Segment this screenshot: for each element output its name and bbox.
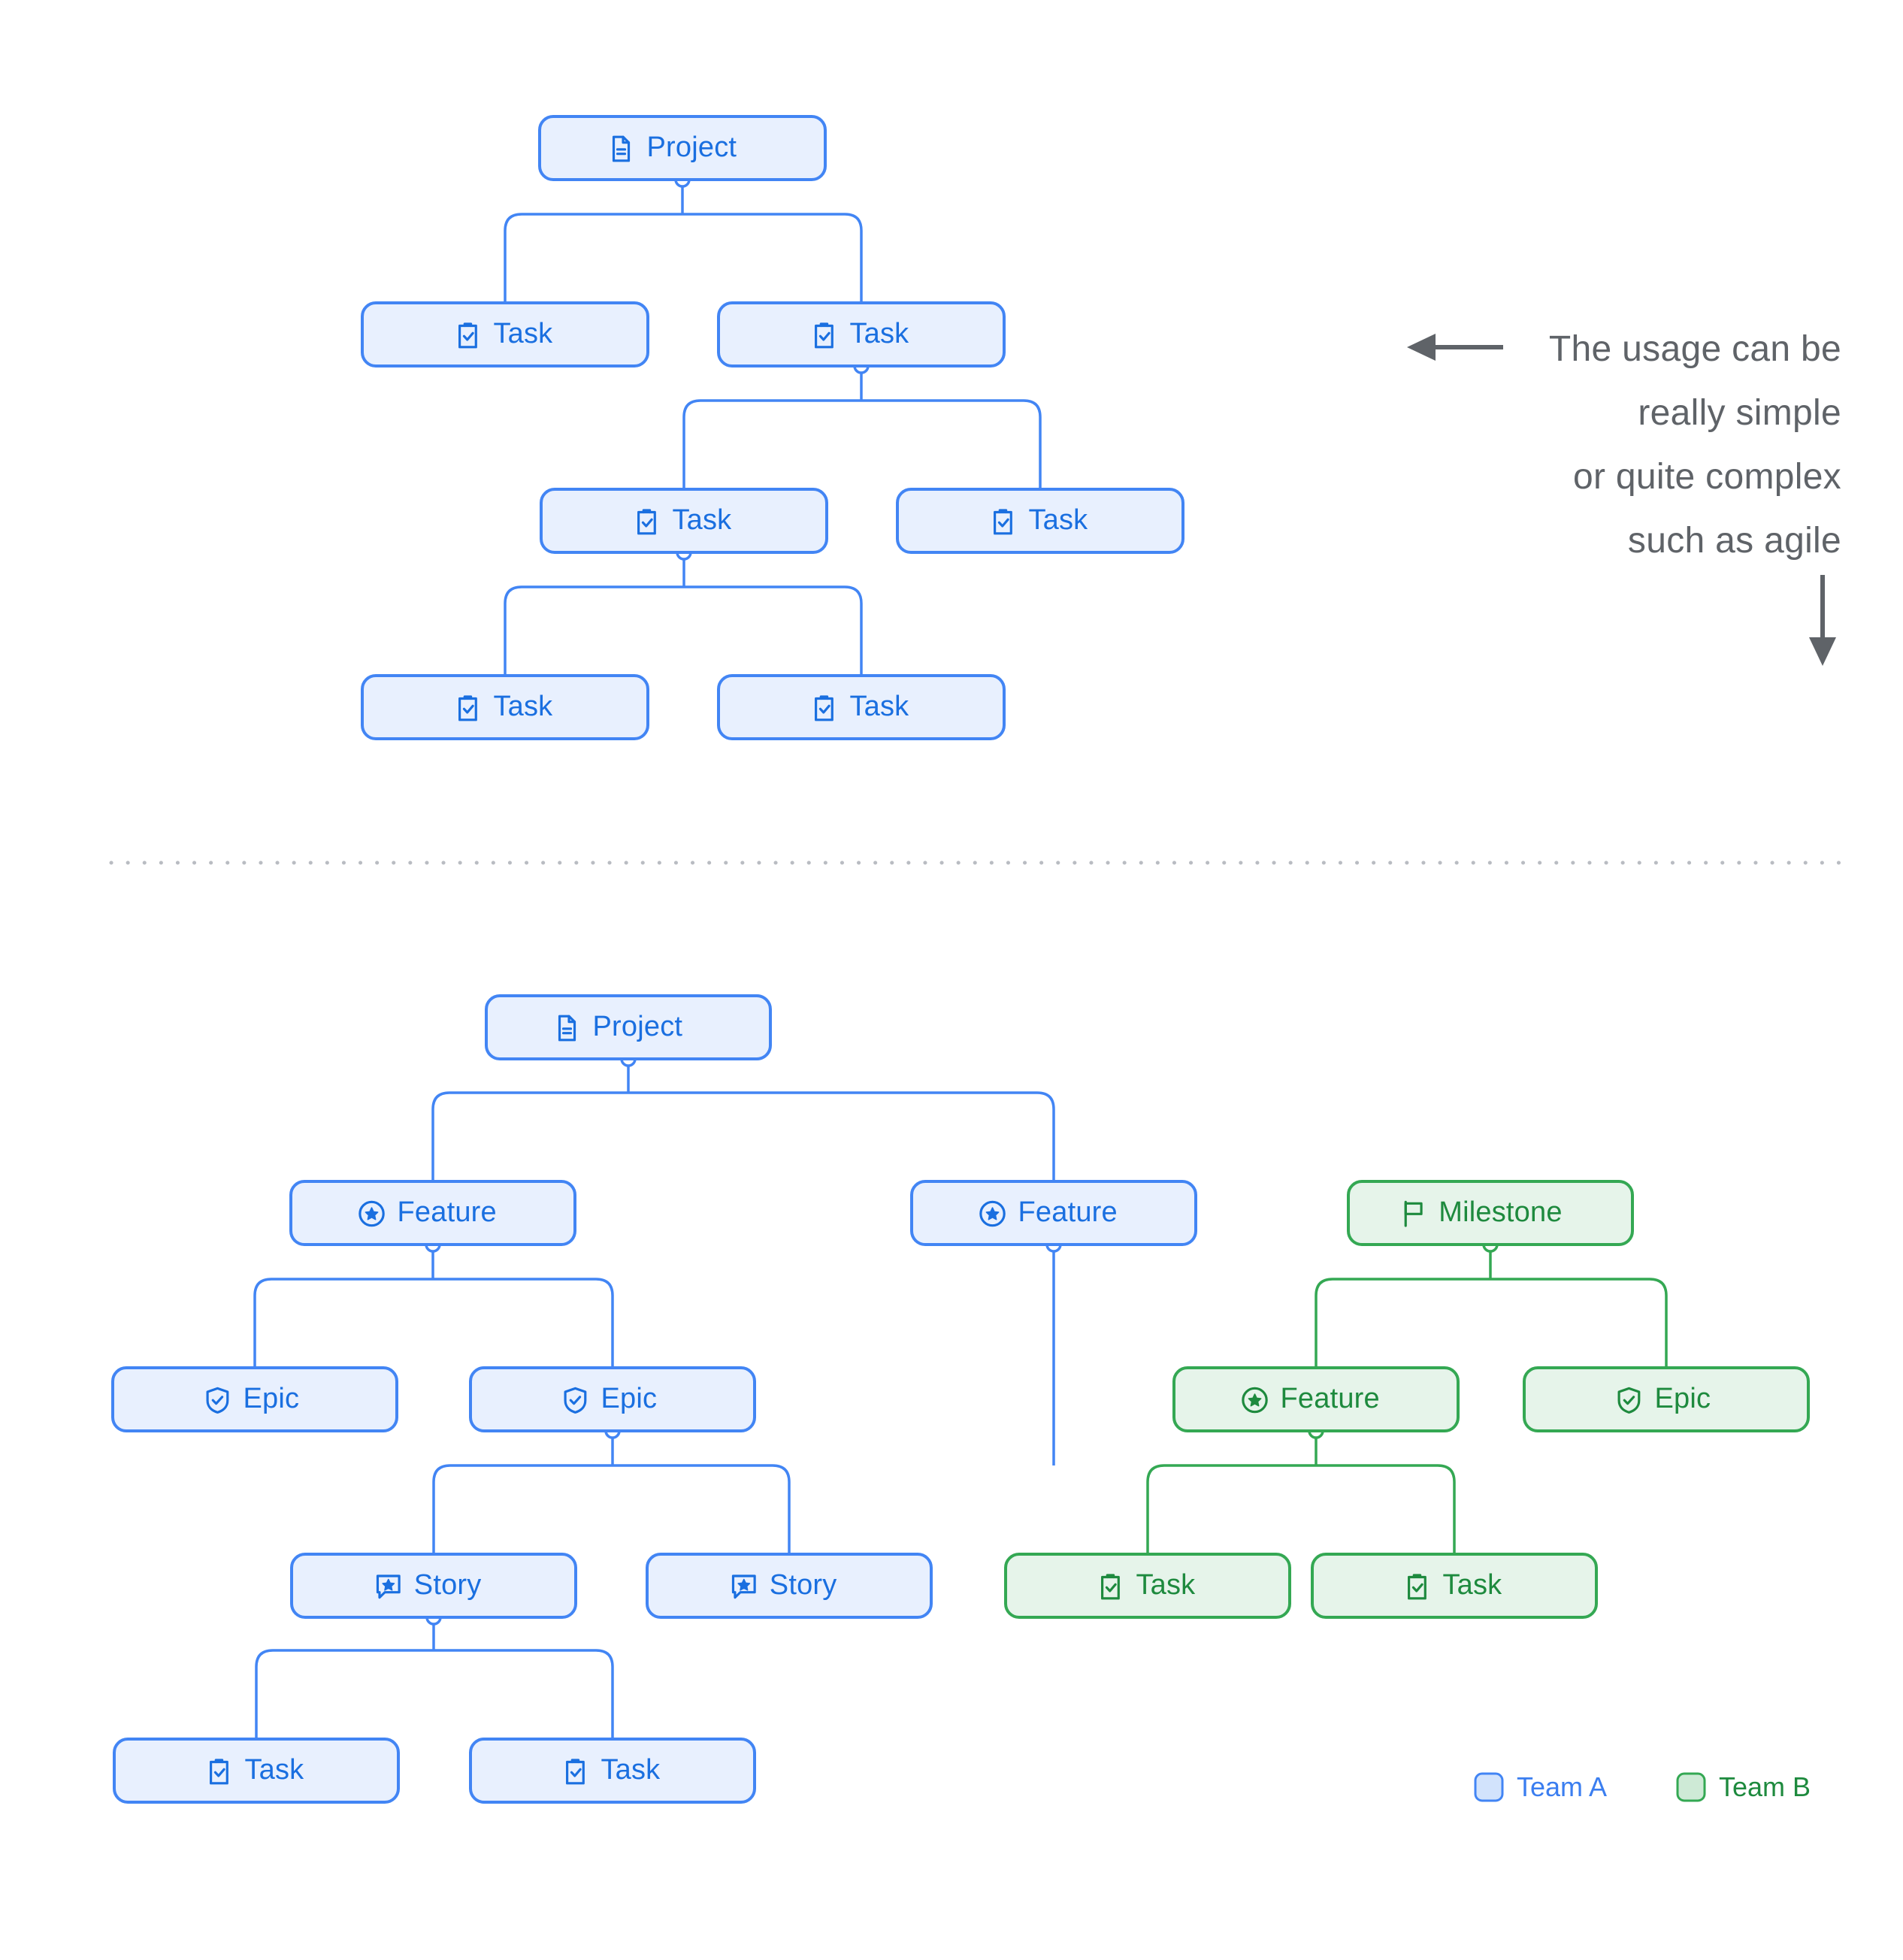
node-label-b-feature-2: Feature: [1018, 1196, 1118, 1228]
legend: Team A Team B: [1474, 1771, 1811, 1802]
node-label-b-feature-1: Feature: [398, 1196, 497, 1228]
edge-b-epic-2: [432, 1431, 791, 1554]
edge-t-project: [504, 180, 863, 303]
bottom-diagram-edges: [253, 1051, 1668, 1739]
node-b-feature-2[interactable]: Feature: [910, 1180, 1197, 1246]
node-label-b-task-3: Task: [244, 1754, 304, 1786]
node-b-task-3[interactable]: Task: [113, 1738, 400, 1804]
node-t-task-1[interactable]: Task: [361, 301, 649, 368]
shield-check-icon: [206, 1387, 229, 1414]
annotation-line-2: really simple: [1638, 393, 1841, 433]
node-b-feature-3[interactable]: Feature: [1172, 1366, 1460, 1432]
node-b-milestone[interactable]: Milestone: [1347, 1180, 1634, 1246]
clipboard-check-icon: [994, 509, 1012, 535]
node-label-b-task-2: Task: [1442, 1569, 1502, 1601]
edge-b-feature-3: [1146, 1431, 1456, 1554]
node-label-b-epic-2: Epic: [601, 1383, 657, 1414]
edge-b-milestone: [1315, 1245, 1668, 1368]
clipboard-check-icon: [458, 322, 477, 349]
legend-swatch-team-b: [1676, 1772, 1706, 1802]
document-icon: [612, 135, 631, 162]
node-label-b-epic-3: Epic: [1654, 1383, 1711, 1414]
clipboard-check-icon: [637, 509, 656, 535]
node-label-b-epic-1: Epic: [243, 1383, 299, 1414]
node-b-task-1[interactable]: Task: [1004, 1553, 1291, 1619]
clipboard-check-icon: [1101, 1574, 1120, 1600]
node-b-task-2[interactable]: Task: [1311, 1553, 1598, 1619]
chat-star-icon: [376, 1574, 401, 1599]
clipboard-check-icon: [458, 695, 477, 721]
legend-swatch-team-a: [1474, 1772, 1504, 1802]
node-b-story-1[interactable]: Story: [290, 1553, 577, 1619]
edge-b-feature-1: [253, 1245, 614, 1368]
node-label-t-task-2: Task: [849, 318, 909, 349]
node-b-epic-2[interactable]: Epic: [469, 1366, 756, 1432]
node-label-b-task-1: Task: [1136, 1569, 1196, 1601]
chat-star-icon: [731, 1574, 756, 1599]
legend-label-team-a: Team A: [1517, 1771, 1607, 1802]
node-b-epic-1[interactable]: Epic: [111, 1366, 398, 1432]
node-label-t-task-3: Task: [672, 504, 732, 536]
node-label-b-story-2: Story: [770, 1569, 837, 1601]
node-label-b-task-4: Task: [601, 1754, 661, 1786]
document-icon: [558, 1015, 576, 1042]
node-label-b-story-1: Story: [414, 1569, 482, 1601]
clipboard-check-icon: [815, 322, 834, 349]
annotation-line-1: The usage can be: [1549, 329, 1841, 369]
node-t-task-5[interactable]: Task: [361, 674, 649, 740]
legend-label-team-b: Team B: [1719, 1771, 1811, 1802]
annotation-line-4: such as agile: [1628, 521, 1841, 561]
node-t-task-2[interactable]: Task: [717, 301, 1006, 368]
node-t-task-3[interactable]: Task: [540, 488, 828, 554]
shield-check-icon: [564, 1387, 587, 1414]
top-diagram-edges: [504, 171, 1042, 676]
node-label-b-milestone: Milestone: [1439, 1196, 1562, 1228]
node-label-b-feature-3: Feature: [1281, 1383, 1380, 1414]
node-t-project[interactable]: Project: [538, 115, 827, 181]
node-label-t-project: Project: [647, 132, 737, 163]
node-b-task-4[interactable]: Task: [469, 1738, 756, 1804]
shield-check-icon: [1617, 1387, 1641, 1414]
edge-b-project: [431, 1059, 1055, 1181]
node-label-t-task-4: Task: [1028, 504, 1088, 536]
flag-icon: [1404, 1200, 1423, 1227]
node-b-project[interactable]: Project: [485, 994, 772, 1060]
node-b-story-2[interactable]: Story: [646, 1553, 933, 1619]
star-circle-icon: [1242, 1387, 1268, 1414]
annotation-line-3: or quite complex: [1573, 457, 1841, 497]
left-arrow: [1407, 334, 1503, 361]
edge-t-task-3: [504, 552, 863, 676]
star-circle-icon: [979, 1200, 1006, 1227]
node-b-feature-1[interactable]: Feature: [289, 1180, 576, 1246]
node-label-b-project: Project: [593, 1011, 683, 1042]
annotation-block: The usage can be really simple or quite …: [1407, 329, 1841, 666]
node-label-t-task-1: Task: [493, 318, 553, 349]
node-label-t-task-5: Task: [493, 691, 553, 722]
node-t-task-4[interactable]: Task: [896, 488, 1184, 554]
clipboard-check-icon: [210, 1759, 228, 1785]
node-label-t-task-6: Task: [849, 691, 909, 722]
node-b-epic-3[interactable]: Epic: [1523, 1366, 1810, 1432]
star-circle-icon: [359, 1200, 385, 1227]
clipboard-check-icon: [1408, 1574, 1426, 1600]
node-t-task-6[interactable]: Task: [717, 674, 1006, 740]
edge-b-story-1: [255, 1617, 614, 1739]
clipboard-check-icon: [815, 695, 834, 721]
edge-t-task-2: [682, 366, 1042, 489]
down-arrow: [1809, 575, 1836, 666]
clipboard-check-icon: [566, 1759, 585, 1785]
